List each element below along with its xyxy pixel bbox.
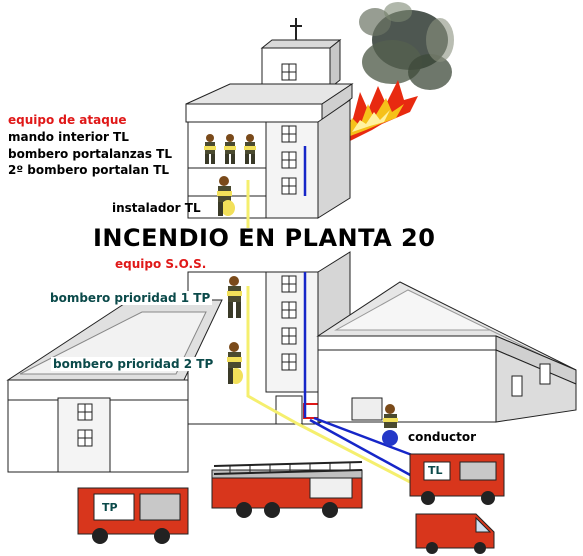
ladder-truck-tl xyxy=(409,453,505,505)
driver-label: conductor xyxy=(408,430,477,444)
attack-member-nozzleman: bombero portalanzas TL xyxy=(8,147,172,161)
priority-2-label: bombero prioridad 2 TP xyxy=(51,357,216,371)
firefighter-driver xyxy=(382,404,398,446)
firefighter-priority-1 xyxy=(227,276,242,318)
attack-hose-yellow xyxy=(246,180,415,486)
dry-riser-blue xyxy=(303,146,421,478)
attack-member-commander: mando interior TL xyxy=(8,130,129,144)
firefighter-installer xyxy=(217,176,235,216)
attack-team-heading: equipo de ataque xyxy=(8,113,127,127)
right-low-building xyxy=(316,281,577,423)
smoke-plume xyxy=(359,2,454,90)
support-van xyxy=(415,513,495,554)
aerial-ladder-truck xyxy=(211,461,363,518)
fire-flames xyxy=(335,80,418,145)
firefighter-priority-2 xyxy=(227,342,243,384)
priority-1-label: bombero prioridad 1 TP xyxy=(48,291,213,305)
attack-member-second-nozzleman: 2º bombero portalan TL xyxy=(8,163,170,177)
tower-building xyxy=(185,18,354,425)
firefighter-group-attack xyxy=(204,134,256,164)
tower-windows xyxy=(281,125,297,371)
installer-label: instalador TL xyxy=(112,201,201,215)
sos-team-heading: equipo S.O.S. xyxy=(115,257,207,271)
tl-vehicle-tag: TL xyxy=(428,464,443,477)
tp-vehicle-tag: TP xyxy=(102,501,118,514)
diagram-title: INCENDIO EN PLANTA 20 xyxy=(93,224,436,252)
pump-truck-tp xyxy=(77,487,189,544)
